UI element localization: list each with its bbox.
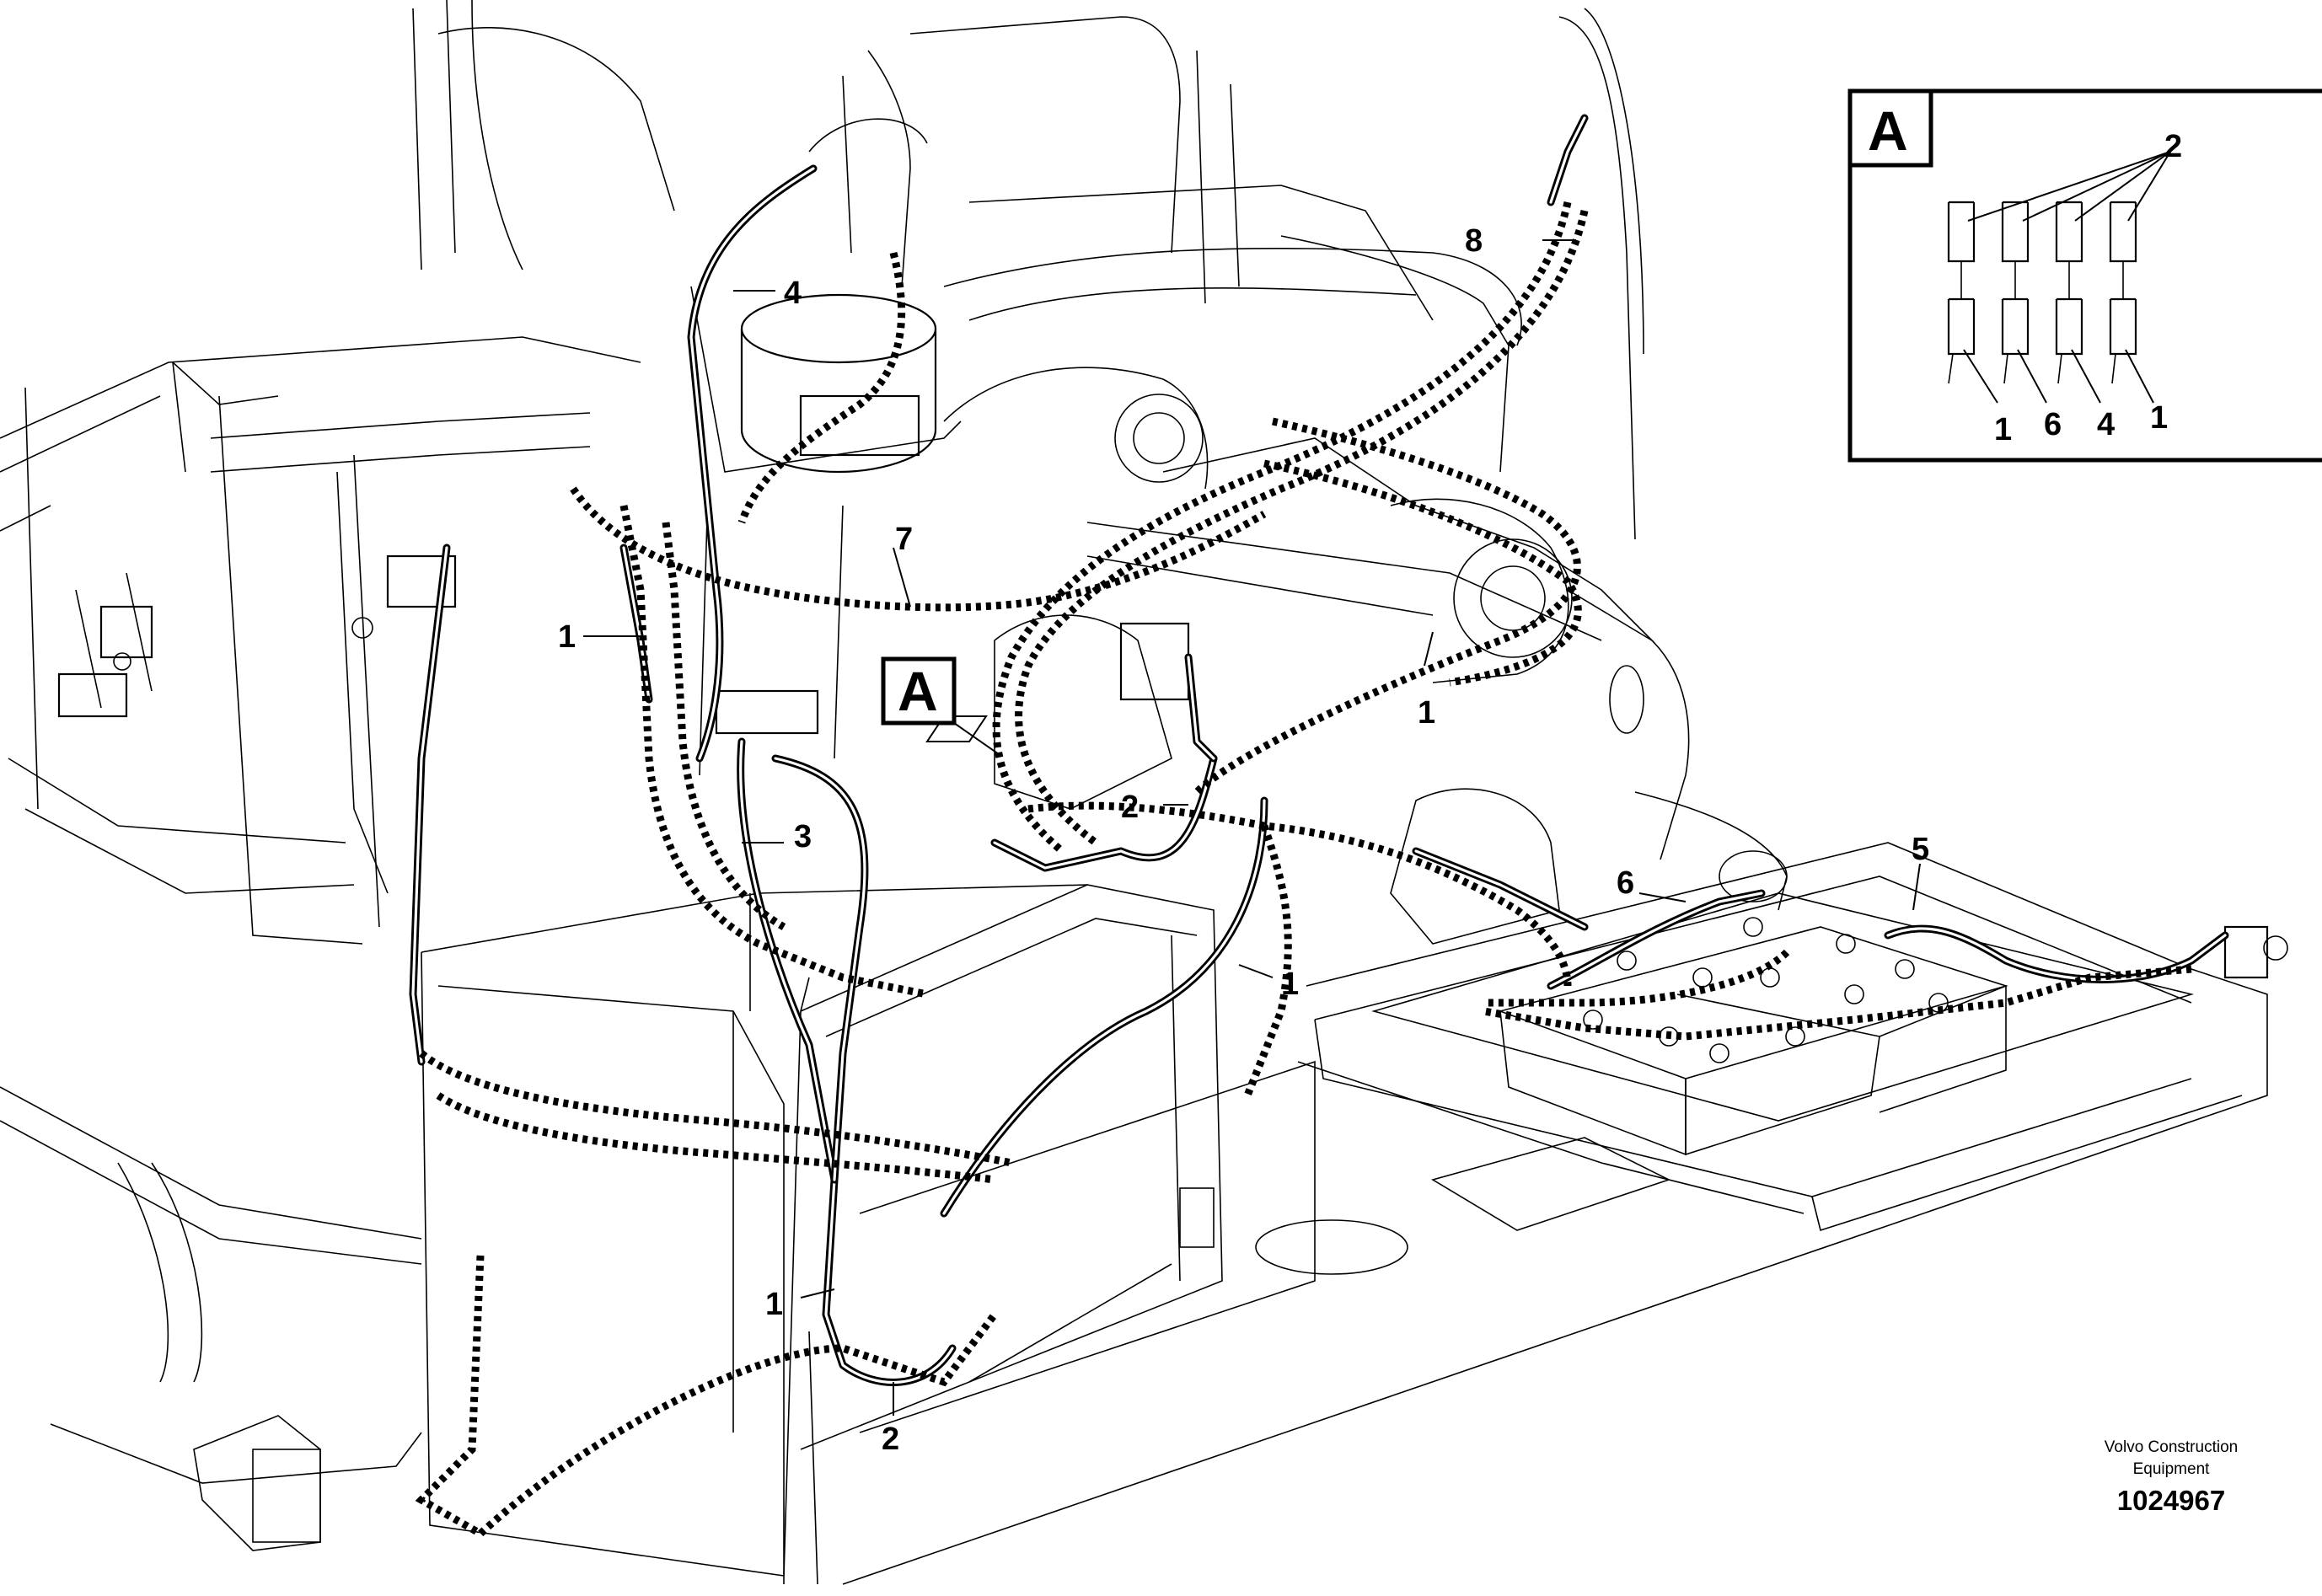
company-name-line1: Volvo Construction xyxy=(2105,1438,2238,1456)
machine-frame xyxy=(0,0,2288,1585)
view-marker-a: A xyxy=(881,656,1000,755)
detail-leaders xyxy=(1963,151,2171,404)
callout-4: 4 xyxy=(784,276,802,311)
footer: Volvo Construction Equipment 1024967 xyxy=(2105,1438,2238,1516)
callout-leaders xyxy=(583,239,1921,1416)
detail-label-4: 4 xyxy=(2097,407,2115,442)
detail-connectors xyxy=(1947,201,2137,384)
callout-1-left: 1 xyxy=(558,619,576,655)
callout-7: 7 xyxy=(895,522,913,557)
callout-8: 8 xyxy=(1465,223,1483,259)
detail-view-title: A xyxy=(1868,99,1908,162)
part-number: 1024967 xyxy=(2117,1485,2225,1516)
callout-2-lower: 2 xyxy=(882,1422,899,1457)
callout-5: 5 xyxy=(1912,832,1929,867)
callout-2-upper: 2 xyxy=(1121,790,1139,825)
detail-view-a: A 2 1 6 4 1 xyxy=(1847,88,2322,463)
hidden-hoses xyxy=(415,201,2192,1539)
company-name-line2: Equipment xyxy=(2133,1460,2211,1478)
detail-label-2: 2 xyxy=(2164,129,2182,164)
callout-1-center: 1 xyxy=(1281,967,1299,1002)
solid-hoses xyxy=(409,114,2229,1386)
callout-numbers: 1 4 7 3 1 2 1 8 6 5 1 2 xyxy=(558,223,1929,1457)
view-marker-letter: A xyxy=(898,660,938,722)
callout-3: 3 xyxy=(794,819,812,854)
callout-6: 6 xyxy=(1617,865,1634,901)
detail-label-6: 6 xyxy=(2044,407,2062,442)
callout-1-bottom: 1 xyxy=(765,1287,783,1322)
detail-label-1-right: 1 xyxy=(2150,400,2168,436)
callout-1-right: 1 xyxy=(1418,695,1435,731)
detail-label-1-left: 1 xyxy=(1994,412,2012,447)
